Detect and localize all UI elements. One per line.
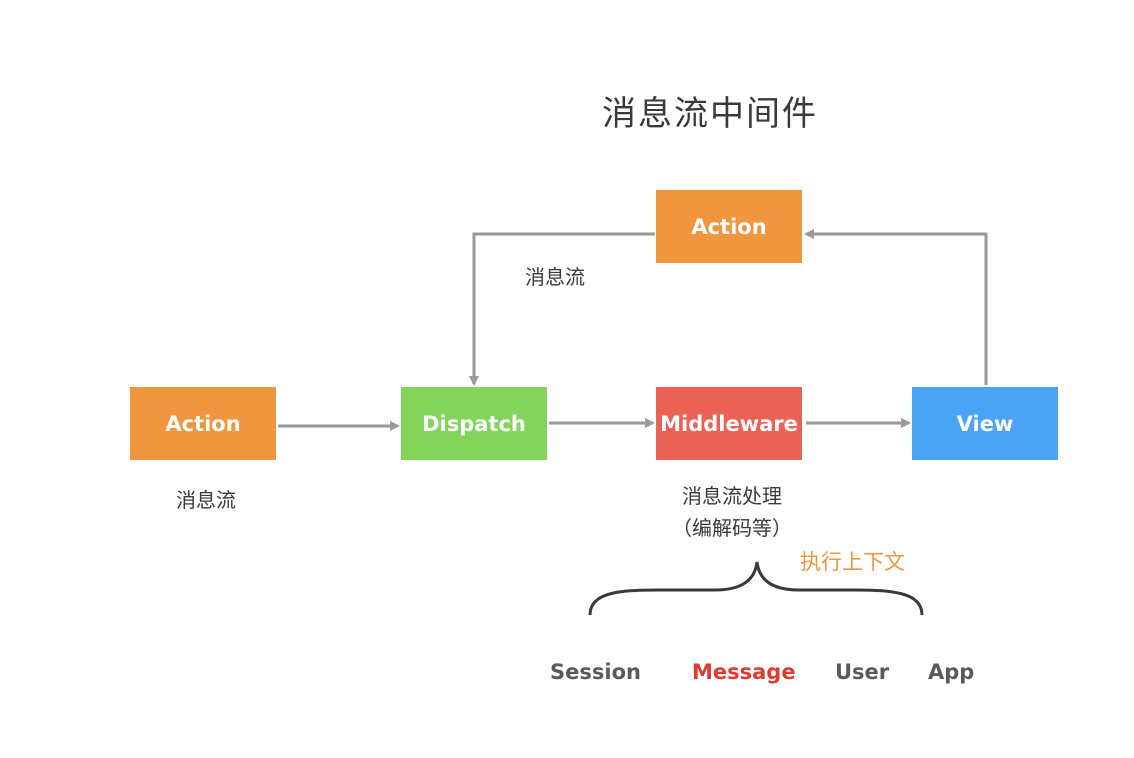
context-brace: [588, 561, 924, 616]
diagram-title: 消息流中间件: [602, 94, 818, 134]
context-item-app: App: [928, 660, 975, 684]
context-label: 执行上下文: [800, 550, 905, 574]
processing-label: 消息流处理 （编解码等）: [668, 480, 796, 544]
dispatch-node: Dispatch: [401, 387, 547, 460]
arrow-action-to-dispatch-loop: [469, 232, 655, 386]
context-item-session: Session: [550, 660, 641, 684]
middleware-node: Middleware: [656, 387, 802, 460]
processing-label-line1: 消息流处理: [682, 484, 782, 508]
action-node-left: Action: [130, 387, 276, 460]
context-item-message: Message: [692, 660, 796, 684]
arrow-view-to-action: [804, 229, 988, 385]
view-node: View: [912, 387, 1058, 460]
context-item-user: User: [835, 660, 890, 684]
flow-label-top: 消息流: [525, 265, 585, 289]
flow-label-left: 消息流: [176, 488, 236, 512]
action-node-top: Action: [656, 190, 802, 263]
processing-label-line2: （编解码等）: [672, 516, 792, 540]
